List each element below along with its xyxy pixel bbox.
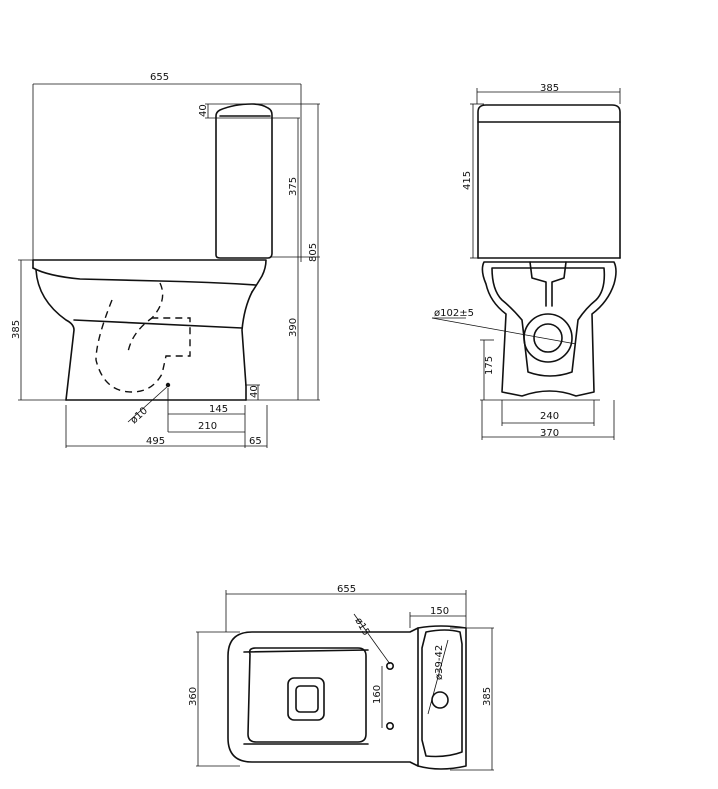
side-waste-diameter: ø10 [129,405,150,426]
top-length-655: 655 [337,584,356,595]
top-tank-150: 150 [430,606,449,617]
front-outlet-175: 175 [484,356,495,375]
front-width-385: 385 [540,83,559,94]
top-view: 655 ø15 150 ø39-42 160 360 385 [188,584,494,771]
mounting-hole-icon [385,721,394,730]
side-rear-65: 65 [249,436,262,447]
mounting-hole-icon [385,661,394,670]
side-offset-210: 210 [198,421,217,432]
top-flush-diameter: ø39-42 [434,645,445,680]
outlet-circle-outer [523,313,573,363]
side-view: 655 40 375 805 385 390 40 ø10 145 210 49… [11,72,320,448]
top-spacing-160: 160 [372,685,383,704]
side-total-805: 805 [308,243,319,262]
side-seat-390: 390 [288,318,299,337]
waste-point-icon [165,382,171,388]
side-lid-40: 40 [198,104,209,117]
flush-button-icon [431,691,449,709]
front-foot-240: 240 [540,411,559,422]
top-tank-385: 385 [482,687,493,706]
front-view: 385 415 ø102±5 175 240 370 [431,83,621,440]
outlet-circle-inner [533,323,563,353]
side-base-495: 495 [146,436,165,447]
side-offset-145: 145 [209,404,228,415]
top-width-360: 360 [188,687,199,706]
front-outlet-diameter: ø102±5 [434,308,474,319]
side-length-655: 655 [150,72,169,83]
side-bowl-385: 385 [11,320,22,339]
front-height-415: 415 [462,171,473,190]
side-tank-375: 375 [288,177,299,196]
front-base-370: 370 [540,428,559,439]
side-waste-40: 40 [249,385,260,398]
